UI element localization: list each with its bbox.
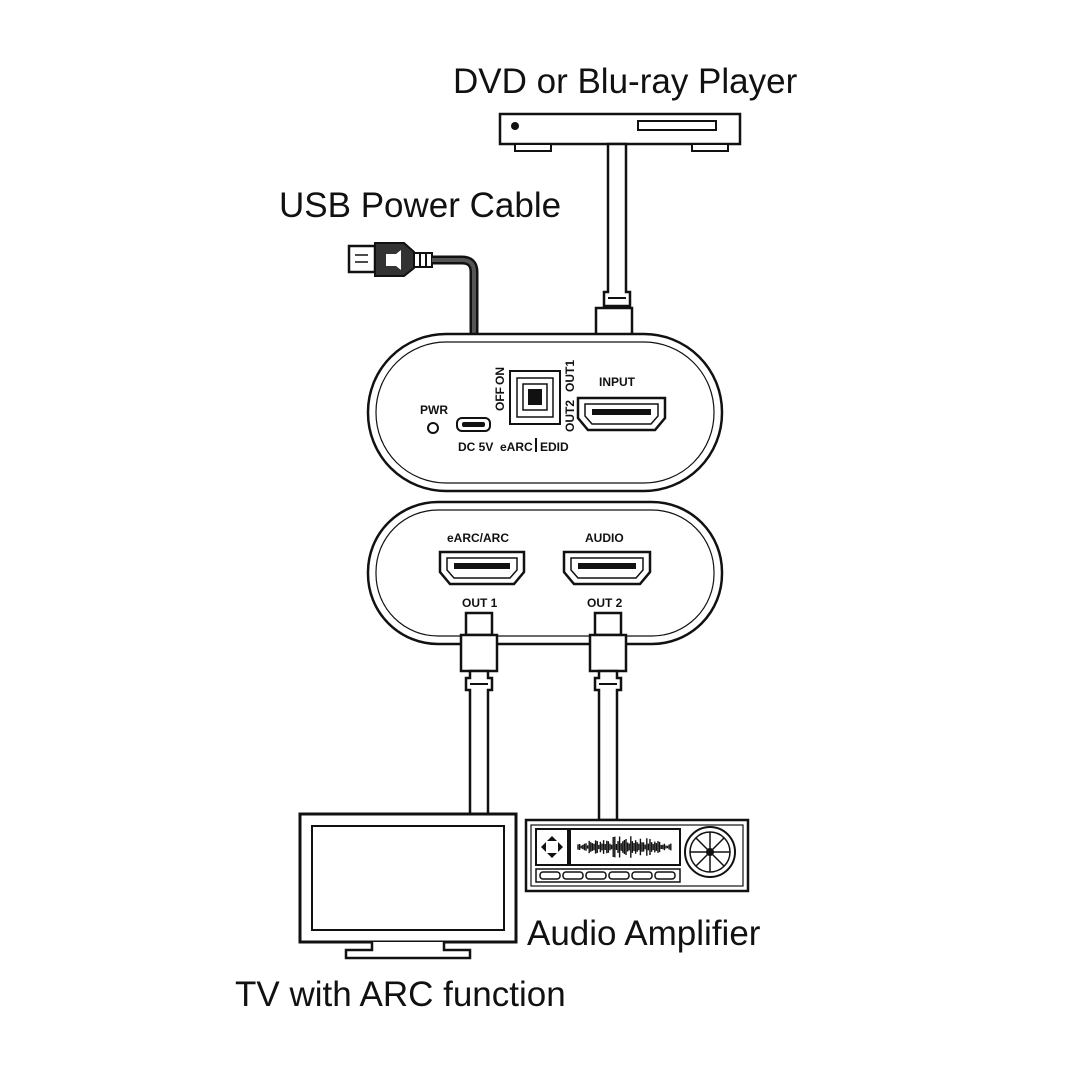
dvd-player-label: DVD or Blu-ray Player: [453, 62, 798, 101]
tv-icon: [298, 812, 518, 960]
edid-switch-label: EDID: [540, 440, 569, 454]
pwr-label: PWR: [420, 403, 448, 417]
audio-port-label: AUDIO: [585, 531, 624, 545]
audio-amplifier-icon: [524, 818, 750, 893]
switch-out2-label: OUT2: [563, 399, 577, 432]
extractor-output-panel: [366, 500, 724, 646]
extractor-input-panel: [366, 332, 724, 493]
hdmi-input-cable: [594, 142, 634, 368]
switch-off-label: OFF: [493, 387, 507, 411]
input-port-label: INPUT: [599, 375, 635, 389]
audio-amplifier-label: Audio Amplifier: [527, 914, 761, 953]
hdmi-out2-cable: [588, 611, 628, 822]
out1-port-label: OUT 1: [462, 596, 498, 610]
earc-arc-port-label: eARC/ARC: [447, 531, 510, 545]
tv-label: TV with ARC function: [235, 975, 566, 1014]
earc-switch-label: eARC: [500, 440, 533, 454]
out2-port-label: OUT 2: [587, 596, 623, 610]
switch-on-label: ON: [493, 367, 507, 385]
dc5v-label: DC 5V: [458, 440, 494, 454]
hdmi-out1-cable: [459, 611, 499, 818]
switch-out1-label: OUT1: [563, 359, 577, 392]
dvd-player-icon: [498, 112, 742, 152]
usb-power-cable-label: USB Power Cable: [279, 186, 562, 225]
